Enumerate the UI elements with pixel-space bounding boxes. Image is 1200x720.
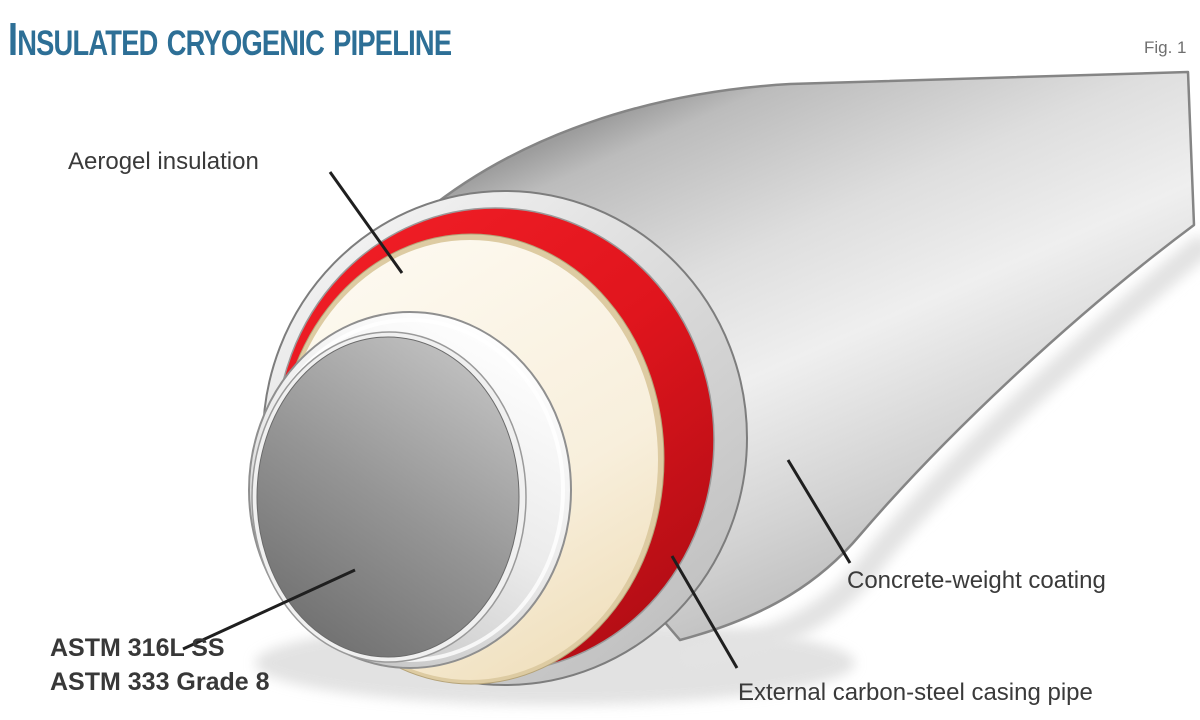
page-title-initial: I: [8, 13, 18, 65]
page-title-rest: NSULATED CRYOGENIC PIPELINE: [17, 24, 452, 63]
body-shadow-band: [678, 236, 1200, 669]
figure-number-label: Fig. 1: [1144, 38, 1187, 57]
casing-pointer-line: [670, 555, 739, 669]
callout-inner-pipe-spec-line1: ASTM 316L SS: [50, 634, 225, 662]
inner-pipe-bore: [256, 336, 520, 658]
concrete-pointer-line: [786, 459, 852, 564]
callout-inner-pipe-spec-line2: ASTM 333 Grade 8: [50, 668, 270, 696]
inner-pipe-pointer-line: [182, 568, 356, 651]
callout-inner-pipe-spec: ASTM 316L SS ASTM 333 Grade 8: [50, 631, 270, 699]
callout-concrete-weight-coating: Concrete-weight coating: [847, 567, 1106, 594]
page-title: INSULATED CRYOGENIC PIPELINE: [8, 13, 452, 65]
aerogel-pointer-line: [328, 171, 404, 274]
callout-aerogel-insulation: Aerogel insulation: [68, 148, 259, 175]
callout-external-casing-pipe: External carbon-steel casing pipe: [738, 679, 1093, 706]
